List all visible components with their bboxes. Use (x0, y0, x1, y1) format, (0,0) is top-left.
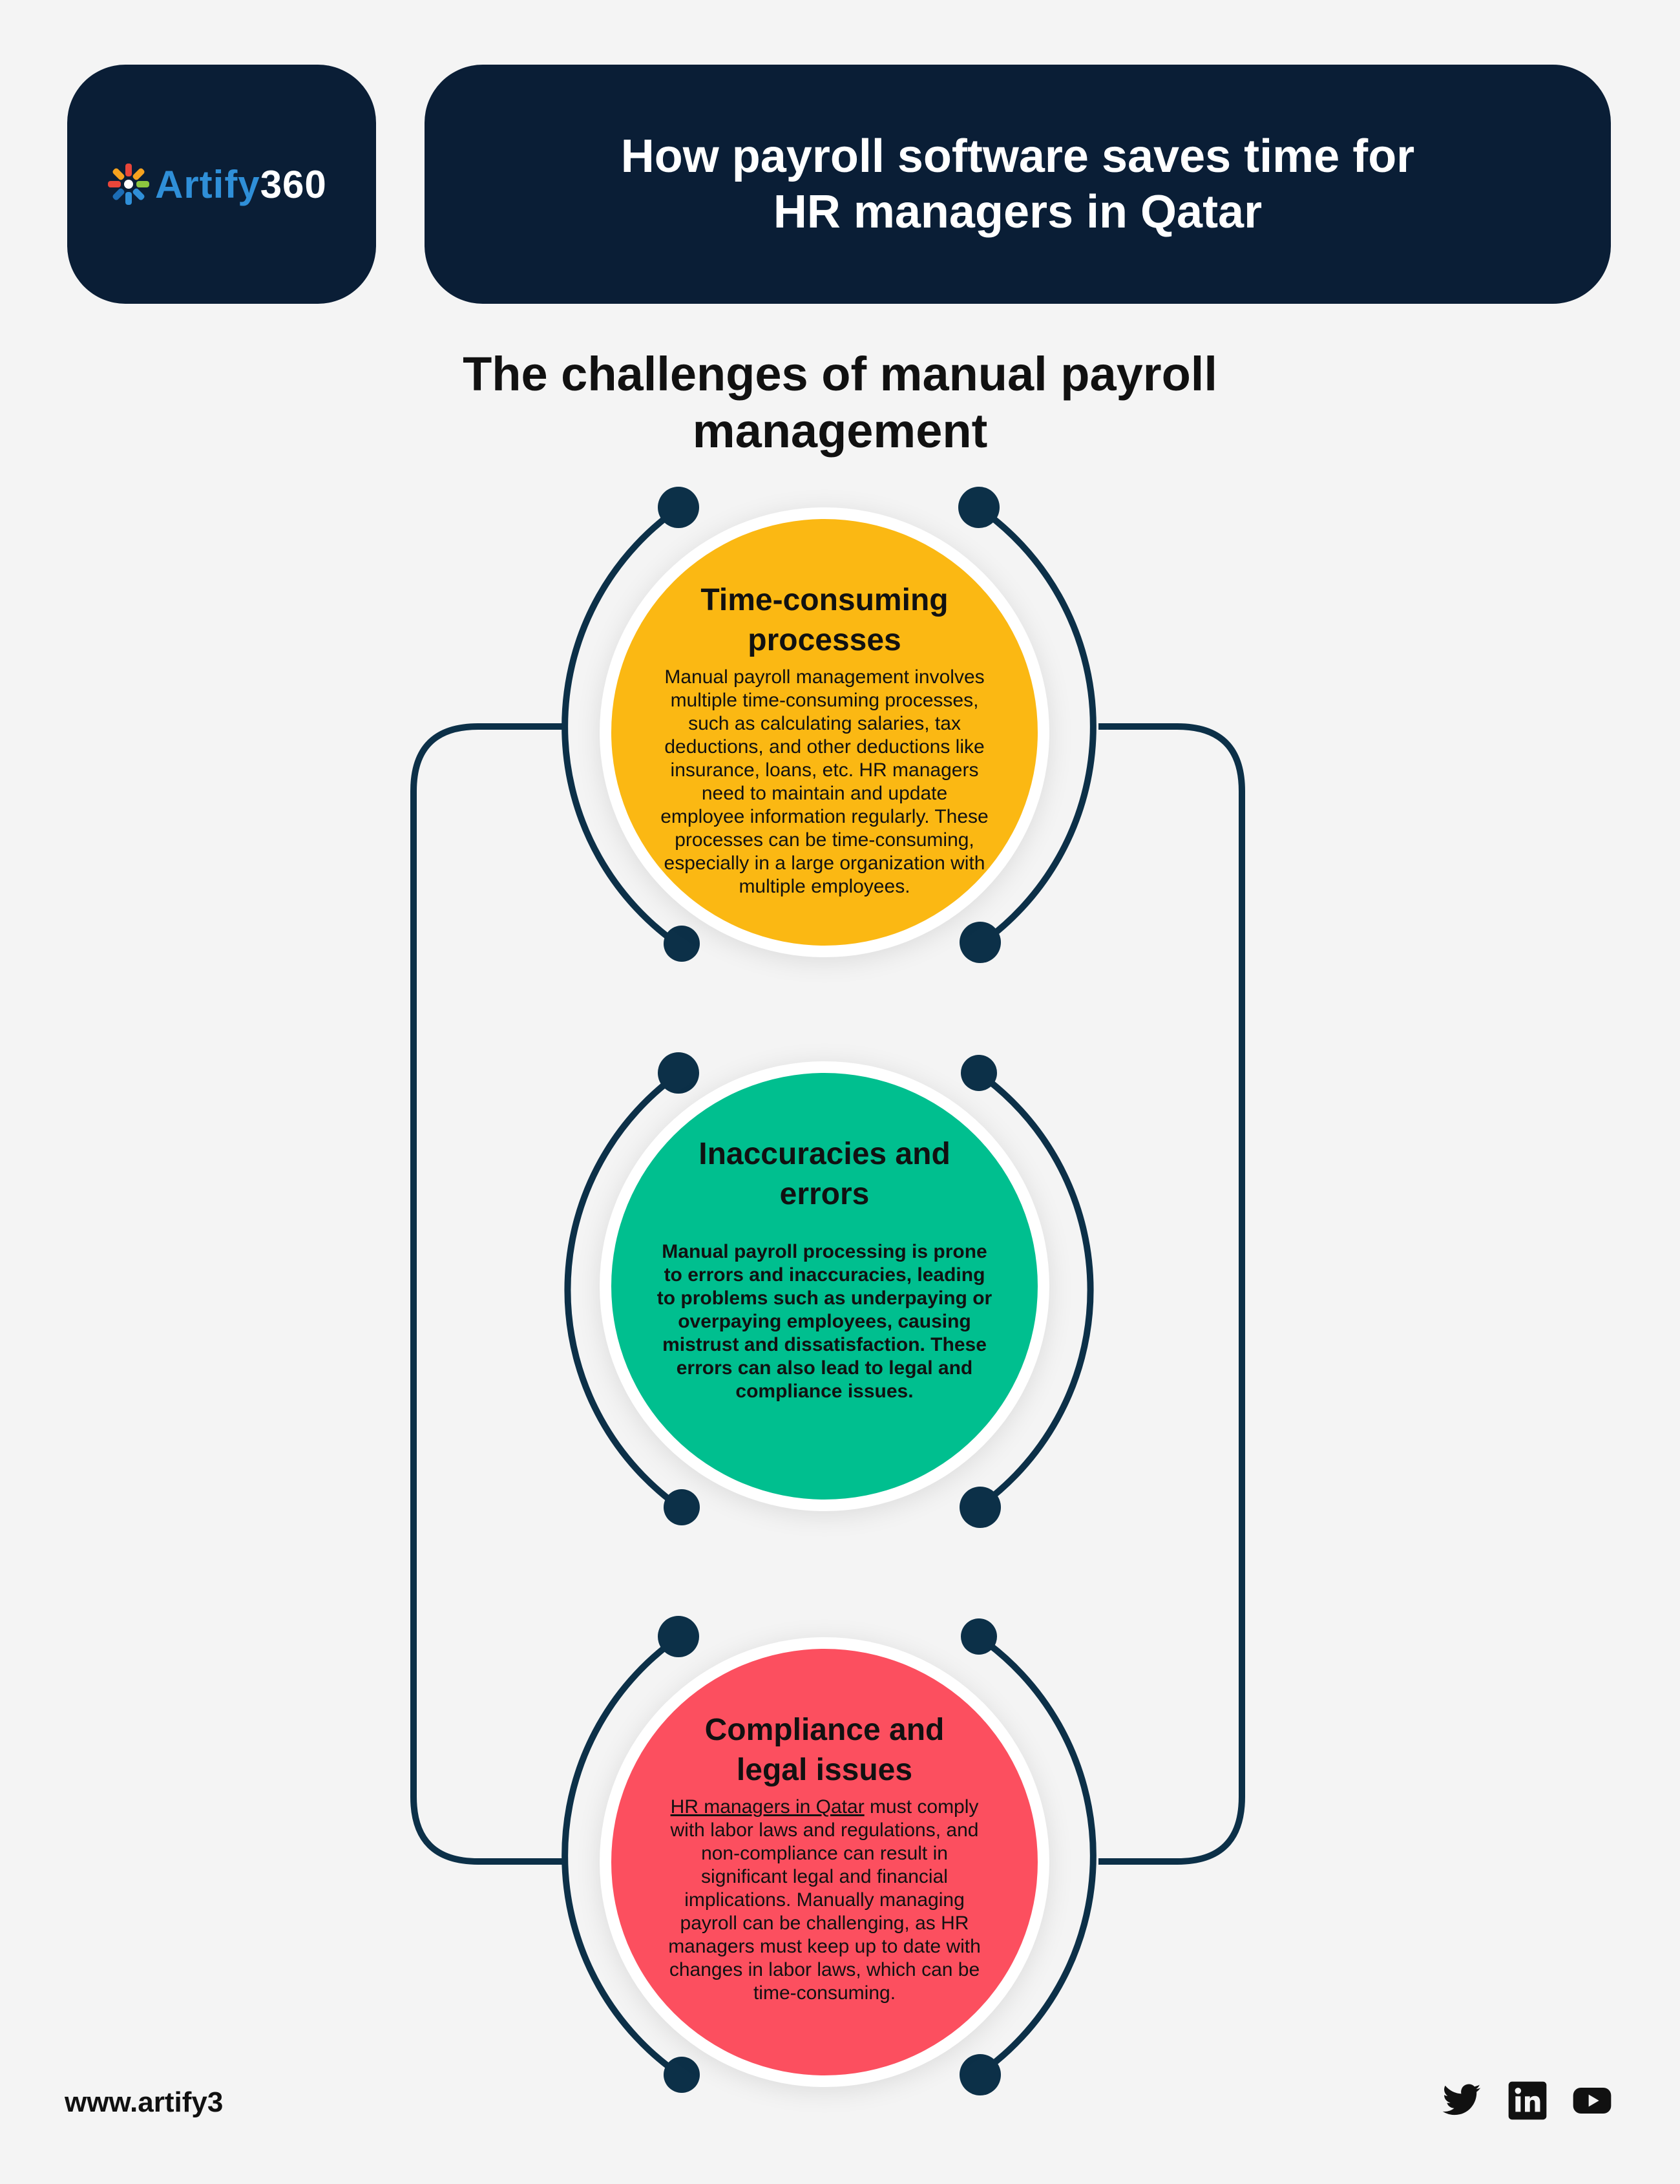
page-title: How payroll software saves time for HR m… (620, 131, 1415, 238)
dot (961, 1618, 997, 1655)
dot (664, 2057, 700, 2093)
challenge-body: Manual payroll management involves multi… (660, 666, 989, 897)
youtube-icon[interactable] (1571, 2080, 1613, 2121)
left-connector-line (410, 723, 567, 1865)
logo-number: 360 (260, 162, 327, 206)
title-panel: How payroll software saves time for HR m… (425, 65, 1611, 304)
dot (664, 926, 700, 962)
twitter-icon[interactable] (1441, 2080, 1482, 2121)
dot (961, 1055, 997, 1091)
logo-text: Artify360 (155, 162, 327, 206)
challenge-body: Manual payroll processing is prone to er… (656, 1241, 992, 1402)
logo-panel: Artify360 (67, 65, 376, 304)
challenge-card-compliance: Compliance and legal issues HR managers … (611, 1649, 1038, 2075)
challenge-card-inaccuracies: Inaccuracies and errors Manual payroll p… (611, 1073, 1038, 1500)
challenge-title: Time-consuming processes (700, 583, 949, 657)
hr-managers-qatar-link[interactable]: HR managers in Qatar (670, 1796, 865, 1818)
logo[interactable]: Artify360 (106, 162, 327, 207)
section-heading: The challenges of manual payroll managem… (463, 347, 1217, 458)
arc-2-right (976, 1070, 1094, 1511)
arc-1-left (562, 504, 682, 949)
dot (958, 487, 1000, 528)
arc-3-left (562, 1633, 682, 2078)
arc-1-right (976, 504, 1097, 949)
dot (658, 1616, 699, 1657)
challenge-title: Compliance and legal issues (704, 1713, 945, 1787)
dot (664, 1489, 700, 1525)
arc-3-right (976, 1633, 1097, 2078)
challenge-body-text: must comply with labor laws and regulati… (668, 1796, 981, 2004)
right-connector-line (1098, 723, 1245, 1865)
arc-2-left (564, 1070, 682, 1511)
artify-logo-icon (108, 164, 149, 205)
dot (658, 1052, 699, 1094)
dot (960, 1487, 1001, 1528)
challenge-body: HR managers in Qatar must comply with la… (656, 1796, 992, 2005)
challenge-title: Inaccuracies and errors (698, 1137, 950, 1211)
dot (658, 487, 699, 528)
website-link[interactable]: www.artify360.com (65, 2086, 223, 2118)
dot (960, 922, 1001, 963)
challenge-card-time-consuming: Time-consuming processes Manual payroll … (611, 519, 1038, 946)
dot (960, 2054, 1001, 2095)
linkedin-icon[interactable] (1507, 2080, 1548, 2121)
